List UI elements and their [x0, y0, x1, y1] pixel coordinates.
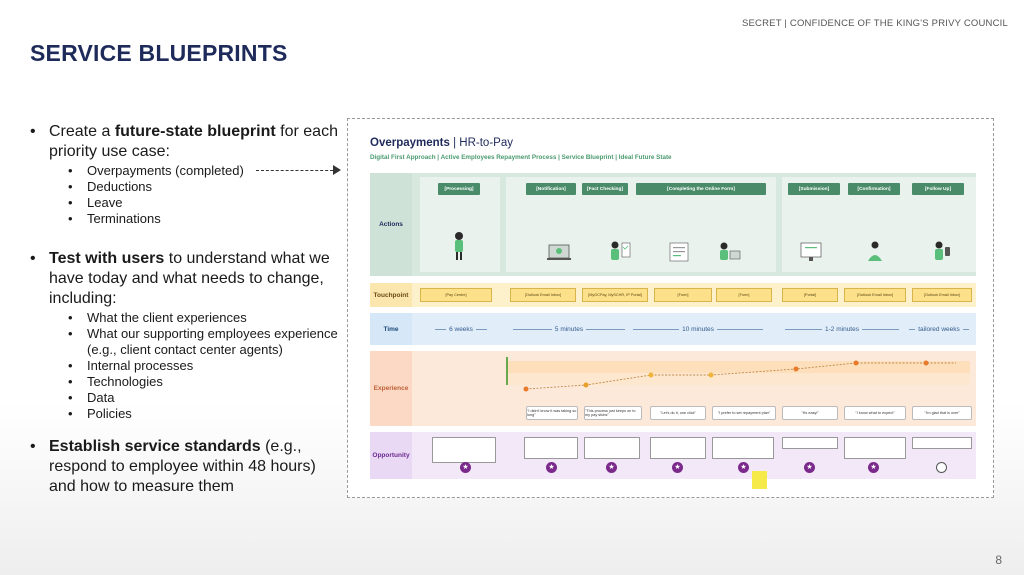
stage-label: [Processing] [438, 183, 480, 195]
opportunity-star-icon: ★ [738, 462, 749, 473]
stage-label: [Confirmation] [848, 183, 900, 195]
blueprint-subtitle: Digital First Approach | Active Employee… [370, 154, 672, 161]
time-segment: 10 minutes [630, 319, 766, 339]
lane-label-actions: Actions [370, 173, 412, 276]
opportunity-star-icon: ★ [606, 462, 617, 473]
opportunity-lane: Opportunity ★ ★ ★ ★ ★ ★ ★ [370, 432, 976, 479]
list-item: What our supporting employees experience… [68, 326, 340, 358]
blueprint-title-rest: | HR-to-Pay [449, 137, 513, 149]
touchpoint-box: [Outlook Email Inbox] [912, 288, 972, 302]
arrow-head-icon [333, 165, 341, 175]
time-lane: Time 6 weeks 5 minutes 10 minutes 1-2 mi… [370, 313, 976, 345]
stage-label: [Submission] [788, 183, 840, 195]
time-segment: 1-2 minutes [782, 319, 902, 339]
blueprint-title-bold: Overpayments [370, 137, 450, 149]
bullet-bold: future-state blueprint [114, 123, 276, 140]
experience-quote: "I prefer to set repayment plan" [712, 406, 776, 420]
touchpoint-box: [Form] [654, 288, 712, 302]
stage-column: [Submission] [Confirmation] [Follow Up] [782, 177, 976, 272]
experience-quote: "I didn't know it was taking so long" [526, 406, 578, 420]
sticky-note [752, 471, 767, 489]
list-item: Data [68, 390, 340, 406]
opportunity-note [650, 437, 706, 459]
person-illustration-icon [455, 232, 463, 260]
list-item: Policies [68, 406, 340, 422]
person-checklist-icon [611, 241, 631, 260]
service-blueprint-image: Overpayments | HR-to-Pay Digital First A… [347, 118, 994, 498]
stage-label: [Follow Up] [912, 183, 964, 195]
opportunity-note [782, 437, 838, 449]
time-segment: 5 minutes [510, 319, 628, 339]
bullet-bold: Test with users [49, 250, 165, 267]
person-meditating-icon [868, 241, 882, 261]
list-item: What the client experiences [68, 310, 340, 326]
experience-quote: "It's easy!" [782, 406, 838, 420]
lane-label-touchpoint: Touchpoint [370, 283, 412, 307]
opportunity-star-icon: ★ [804, 462, 815, 473]
experience-quote: "Let's do it, one click" [650, 406, 706, 420]
opportunity-note [524, 437, 578, 459]
classification-label: SECRET | CONFIDENCE OF THE KING'S PRIVY … [741, 18, 1008, 29]
lane-label-opportunity: Opportunity [370, 432, 412, 479]
touchpoint-lane: Touchpoint [Pay Centre] [Outlook Email I… [370, 283, 976, 307]
form-illustration-icon [669, 242, 689, 262]
time-segment: 6 weeks [432, 319, 490, 339]
bullet-text: Create a [49, 123, 115, 140]
opportunity-note [844, 437, 906, 459]
sub-list-testing: What the client experiences What our sup… [68, 310, 340, 422]
opportunity-note [712, 437, 774, 459]
bullet-text: (e.g., respond to employee within 48 hou… [49, 438, 316, 495]
touchpoint-box: [Portal] [782, 288, 838, 302]
computer-illustration-icon [800, 242, 822, 261]
opportunity-star-icon: ★ [546, 462, 557, 473]
touchpoint-box: [Pay Centre] [420, 288, 492, 302]
bullet-service-standards: Establish service standards (e.g., respo… [30, 437, 340, 497]
touchpoint-box: [Outlook Email Inbox] [510, 288, 576, 302]
actions-lane: Actions [Processing] [Notification] [Fac… [370, 173, 976, 276]
bullet-future-state: Create a future-state blueprint for each… [30, 122, 340, 162]
touchpoint-box: [Outlook Email Inbox] [844, 288, 906, 302]
sub-list-use-cases: Overpayments (completed) Deductions Leav… [68, 163, 340, 227]
list-item: Internal processes [68, 358, 340, 374]
bullet-bold: Establish service standards [49, 438, 261, 455]
opportunity-star-icon: ★ [460, 462, 471, 473]
bullet-text: to understand what we have today and wha… [49, 250, 330, 307]
lane-label-time: Time [370, 313, 412, 345]
stage-label: [Notification] [526, 183, 576, 195]
experience-quote: "This process just keeps on to my pay st… [584, 406, 642, 420]
opportunity-note [432, 437, 496, 463]
bullet-text: for each priority use case: [49, 123, 338, 160]
person-phone-icon [935, 241, 950, 260]
person-desk-icon [720, 242, 741, 260]
bullet-list: Create a future-state blueprint for each… [30, 122, 340, 497]
touchpoint-box: [MyGCPay, MySCHR, IP Portal] [582, 288, 648, 302]
list-item: Leave [68, 195, 340, 211]
list-item: Overpayments (completed) [68, 163, 340, 179]
dashed-arrow-line [256, 170, 338, 174]
experience-curve [506, 357, 970, 392]
laptop-illustration-icon [547, 244, 571, 260]
touchpoint-box: [Form] [716, 288, 772, 302]
page-number: 8 [995, 553, 1002, 567]
experience-quote: "I know what to expect" [844, 406, 906, 420]
opportunity-note [584, 437, 640, 459]
list-item: Deductions [68, 179, 340, 195]
blueprint-title: Overpayments | HR-to-Pay [370, 137, 513, 149]
experience-lane: Experience "I didn't know it was taking … [370, 351, 976, 426]
bullet-test-users: Test with users to understand what we ha… [30, 249, 340, 309]
opportunity-note [912, 437, 972, 449]
opportunity-star-icon: ★ [672, 462, 683, 473]
stage-label: [Completing the Online Form] [636, 183, 766, 195]
opportunity-empty-circle-icon [936, 462, 947, 473]
list-item: Technologies [68, 374, 340, 390]
lane-label-experience: Experience [370, 351, 412, 426]
slide-title: SERVICE BLUEPRINTS [30, 40, 288, 66]
list-item: Terminations [68, 211, 340, 227]
time-segment: tailored weeks [906, 319, 972, 339]
opportunity-star-icon: ★ [868, 462, 879, 473]
stage-label: [Fact Checking] [582, 183, 628, 195]
experience-quote: "I'm glad that is over" [912, 406, 972, 420]
